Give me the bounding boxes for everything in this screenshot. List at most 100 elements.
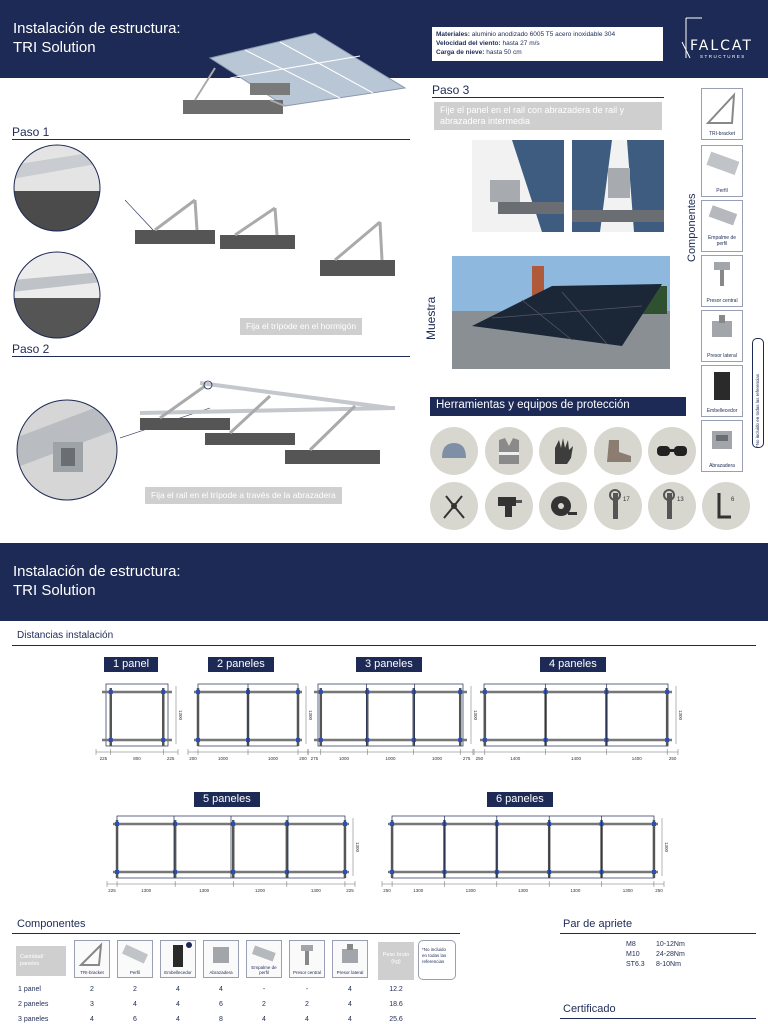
dimension-label: 250: [655, 888, 663, 893]
paso2-title: Paso 2: [12, 342, 50, 356]
hex-key-6-icon: 6: [702, 482, 750, 530]
logo-mark-icon: [681, 17, 702, 59]
componentes-table-title: Componentes: [17, 918, 86, 930]
dimension-label: 1000: [218, 756, 229, 761]
certificado-title: Certificado: [563, 1003, 616, 1015]
falcat-logo: FALCAT STRUCTURES: [680, 14, 760, 62]
clamp-marker: [161, 690, 166, 694]
paso1-detail-bottom: [13, 251, 101, 339]
presor-lateral-icon: [712, 315, 732, 337]
svg-text:17: 17: [623, 497, 630, 503]
paso3-caption: Fije el panel en el rail con abrazadera …: [434, 102, 662, 130]
dimension-label: 1000: [339, 756, 350, 761]
dimension-label: 1300: [518, 888, 529, 893]
paso3-title: Paso 3: [432, 83, 470, 97]
dimension-label: 1000: [432, 756, 443, 761]
bottom-header: [0, 543, 768, 621]
dimension-label: 225: [108, 888, 116, 893]
par-apriete-rule: [560, 933, 756, 934]
tripod-1: [135, 198, 215, 244]
comp-embellecedor: Embellecedor: [701, 365, 743, 417]
dimension-label: 1300: [199, 888, 210, 893]
hero-structure-image: [183, 32, 407, 114]
vest-icon: [485, 427, 533, 475]
col-presor-central: Presor central: [289, 940, 325, 978]
dimension-label: 1400: [571, 756, 582, 761]
dimension-label: 225: [346, 888, 354, 893]
tag-2-paneles: 2 paneles: [208, 657, 274, 672]
clamp-marker: [318, 738, 323, 742]
perfil-icon: [706, 151, 740, 176]
table-note: *No incluido en todas las referencias: [418, 940, 456, 980]
comp-presor-central: Presor central: [701, 255, 743, 307]
wrench-17-icon: 17: [594, 482, 642, 530]
paso1-detail-top: [13, 144, 101, 232]
clamp-marker: [318, 690, 323, 694]
paso3-photo-left: [472, 140, 564, 232]
col-tri-bracket: TRI-bracket: [74, 940, 110, 978]
tag-6-paneles: 6 paneles: [487, 792, 553, 807]
comp-abrazadera: Abrazadera: [701, 420, 743, 472]
dimension-label: 250: [476, 756, 484, 761]
dimension-label: 1300: [141, 888, 152, 893]
paso3-photo-right: [572, 140, 664, 232]
dimension-label: 1400: [510, 756, 521, 761]
clamp-marker: [296, 690, 300, 694]
clamp-marker: [482, 738, 487, 742]
wrench-13-icon: 13: [648, 482, 696, 530]
top-title-line1: Instalación de estructura:: [13, 20, 181, 37]
panel-frame: [391, 815, 655, 879]
componentes-table-rule: [12, 933, 460, 934]
clamp-marker: [665, 690, 670, 694]
clamp-marker: [458, 738, 463, 742]
height-label: 1300: [308, 710, 313, 721]
clamp-marker: [196, 738, 200, 742]
paso1-rule: [12, 139, 410, 140]
componentes-table-body: 1 panel 2 2 4 4 - - 4 12.2 2 paneles 3 4…: [18, 986, 403, 1023]
height-label: 1300: [678, 710, 683, 721]
clamp-marker: [411, 738, 416, 742]
clamp-marker: [482, 690, 487, 694]
muestra-photo: [452, 256, 670, 369]
comp-empalme: Empalme de perfil: [701, 200, 743, 252]
dimension-label: 1300: [570, 888, 581, 893]
height-label: 1300: [178, 710, 183, 721]
table-header-peso: Peso bruto (kg): [378, 942, 414, 980]
tape-measure-icon: [539, 482, 587, 530]
clamp-marker: [284, 822, 289, 826]
dimension-label: 1000: [268, 756, 279, 761]
dimension-label: 1300: [311, 888, 322, 893]
logo-text: FALCAT: [690, 38, 753, 54]
dimension-label: 250: [669, 756, 677, 761]
clamp-marker: [296, 738, 300, 742]
comp-presor-lateral: Presor lateral: [701, 310, 743, 362]
tag-4-paneles: 4 paneles: [540, 657, 606, 672]
col-abrazadera: Abrazadera: [203, 940, 239, 978]
clamp-marker: [365, 690, 370, 694]
tripod-3: [320, 220, 395, 276]
top-title-line2: TRI Solution: [13, 39, 96, 56]
dimension-label: 275: [463, 756, 471, 761]
certificado-rule: [560, 1018, 756, 1019]
dimension-label: 225: [167, 756, 175, 761]
tag-1-panel: 1 panel: [104, 657, 159, 672]
clamp-marker: [342, 870, 347, 874]
componentes-side-title: Componentes: [686, 193, 698, 263]
distancias-title: Distancias instalación: [17, 630, 114, 641]
svg-text:13: 13: [677, 497, 684, 503]
dimension-label: 275: [311, 756, 319, 761]
clamp-marker: [365, 738, 370, 742]
drill-icon: [485, 482, 533, 530]
paso1-caption: Fija el trípode en el hormigón: [240, 318, 363, 335]
height-label: 1300: [355, 842, 360, 853]
tri-bracket-icon: [705, 92, 736, 124]
comp-perfil: Perfil: [701, 145, 743, 197]
dimension-label: 1000: [385, 756, 396, 761]
tag-3-paneles: 3 paneles: [356, 657, 422, 672]
svg-text:6: 6: [731, 497, 735, 503]
specs-box: Materiales: aluminio anodizado 6005 T5 a…: [432, 27, 663, 61]
clamp-marker: [231, 822, 236, 826]
paso1-title: Paso 1: [12, 125, 50, 139]
